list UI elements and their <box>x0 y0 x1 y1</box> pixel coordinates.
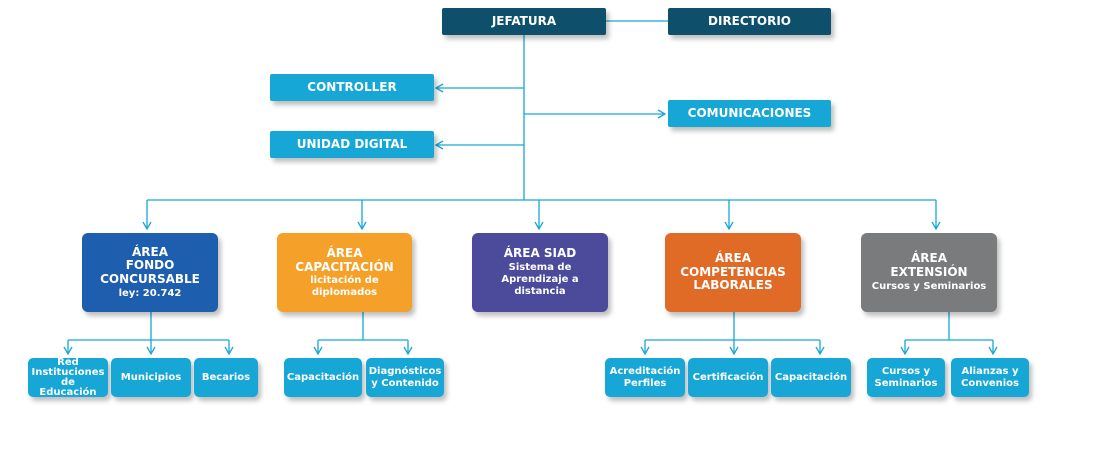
area-fondo-concursable[interactable]: ÁREA FONDO CONCURSABLE ley: 20.742 <box>82 233 218 312</box>
area-siad-line3: distancia <box>514 286 566 298</box>
leaf-alianzas-convenios-label: Alianzas y Convenios <box>961 366 1019 389</box>
area-fondo-line1: ÁREA <box>131 244 168 259</box>
leaf-municipios-label: Municipios <box>120 371 182 383</box>
leaf-becarios-label: Becarios <box>201 371 251 383</box>
area-capacitacion-line2: CAPACITACIÓN <box>295 259 394 274</box>
leaf-becarios[interactable]: Becarios <box>194 358 258 397</box>
area-fondo-line3: ley: 20.742 <box>118 287 182 299</box>
leaf-cursos-seminarios-label: Cursos y Seminarios <box>874 366 938 389</box>
leaf-municipios[interactable]: Municipios <box>111 358 191 397</box>
area-siad-line1: ÁREA SIAD <box>503 246 577 261</box>
area-competencias-line2: COMPETENCIAS <box>680 264 786 279</box>
area-capacitacion-line1: ÁREA <box>326 245 363 260</box>
leaf-cursos-seminarios[interactable]: Cursos y Seminarios <box>867 358 945 397</box>
area-siad-line2: Sistema de Aprendizaje a <box>501 262 579 285</box>
leaf-diagnosticos[interactable]: Diagnósticos y Contenido <box>366 358 444 397</box>
node-unidad-digital-label: UNIDAD DIGITAL <box>296 136 408 151</box>
leaf-capacitacion-2-label: Capacitación <box>774 371 848 383</box>
area-extension[interactable]: ÁREA EXTENSIÓN Cursos y Seminarios <box>861 233 997 312</box>
node-jefatura-label: JEFATURA <box>491 13 557 28</box>
area-fondo-line2: FONDO CONCURSABLE <box>100 258 200 287</box>
area-extension-line1: ÁREA <box>910 251 947 266</box>
node-jefatura[interactable]: JEFATURA <box>442 8 606 35</box>
area-capacitacion-line3: licitación de diplomados <box>310 275 379 298</box>
leaf-alianzas-convenios[interactable]: Alianzas y Convenios <box>951 358 1029 397</box>
area-extension-line3: Cursos y Seminarios <box>871 281 987 293</box>
area-competencias-line1: ÁREA <box>714 250 751 265</box>
leaf-acreditacion-perfiles[interactable]: Acreditación Perfiles <box>605 358 685 397</box>
leaf-red-instituciones[interactable]: Red Instituciones de Educación <box>28 356 108 398</box>
node-controller-label: CONTROLLER <box>307 79 397 94</box>
area-competencias-laborales[interactable]: ÁREA COMPETENCIAS LABORALES <box>665 233 801 312</box>
area-competencias-line3: LABORALES <box>693 278 773 293</box>
leaf-diagnosticos-label: Diagnósticos y Contenido <box>368 366 442 389</box>
leaf-capacitacion-2[interactable]: Capacitación <box>771 358 851 397</box>
node-directorio[interactable]: DIRECTORIO <box>668 8 831 35</box>
leaf-certificacion-label: Certificación <box>692 371 764 383</box>
leaf-certificacion[interactable]: Certificación <box>688 358 768 397</box>
node-comunicaciones[interactable]: COMUNICACIONES <box>668 100 831 127</box>
node-directorio-label: DIRECTORIO <box>708 13 791 28</box>
area-siad[interactable]: ÁREA SIAD Sistema de Aprendizaje a dista… <box>472 233 608 312</box>
leaf-capacitacion-1[interactable]: Capacitación <box>284 358 362 397</box>
node-unidad-digital[interactable]: UNIDAD DIGITAL <box>270 131 434 158</box>
leaf-capacitacion-1-label: Capacitación <box>286 371 360 383</box>
area-extension-line2: EXTENSIÓN <box>890 265 968 280</box>
node-comunicaciones-label: COMUNICACIONES <box>687 105 812 120</box>
node-controller[interactable]: CONTROLLER <box>270 74 434 101</box>
leaf-red-instituciones-label: Red Instituciones de Educación <box>31 356 105 398</box>
leaf-acreditacion-perfiles-label: Acreditación Perfiles <box>609 366 681 389</box>
area-capacitacion[interactable]: ÁREA CAPACITACIÓN licitación de diplomad… <box>277 233 412 312</box>
